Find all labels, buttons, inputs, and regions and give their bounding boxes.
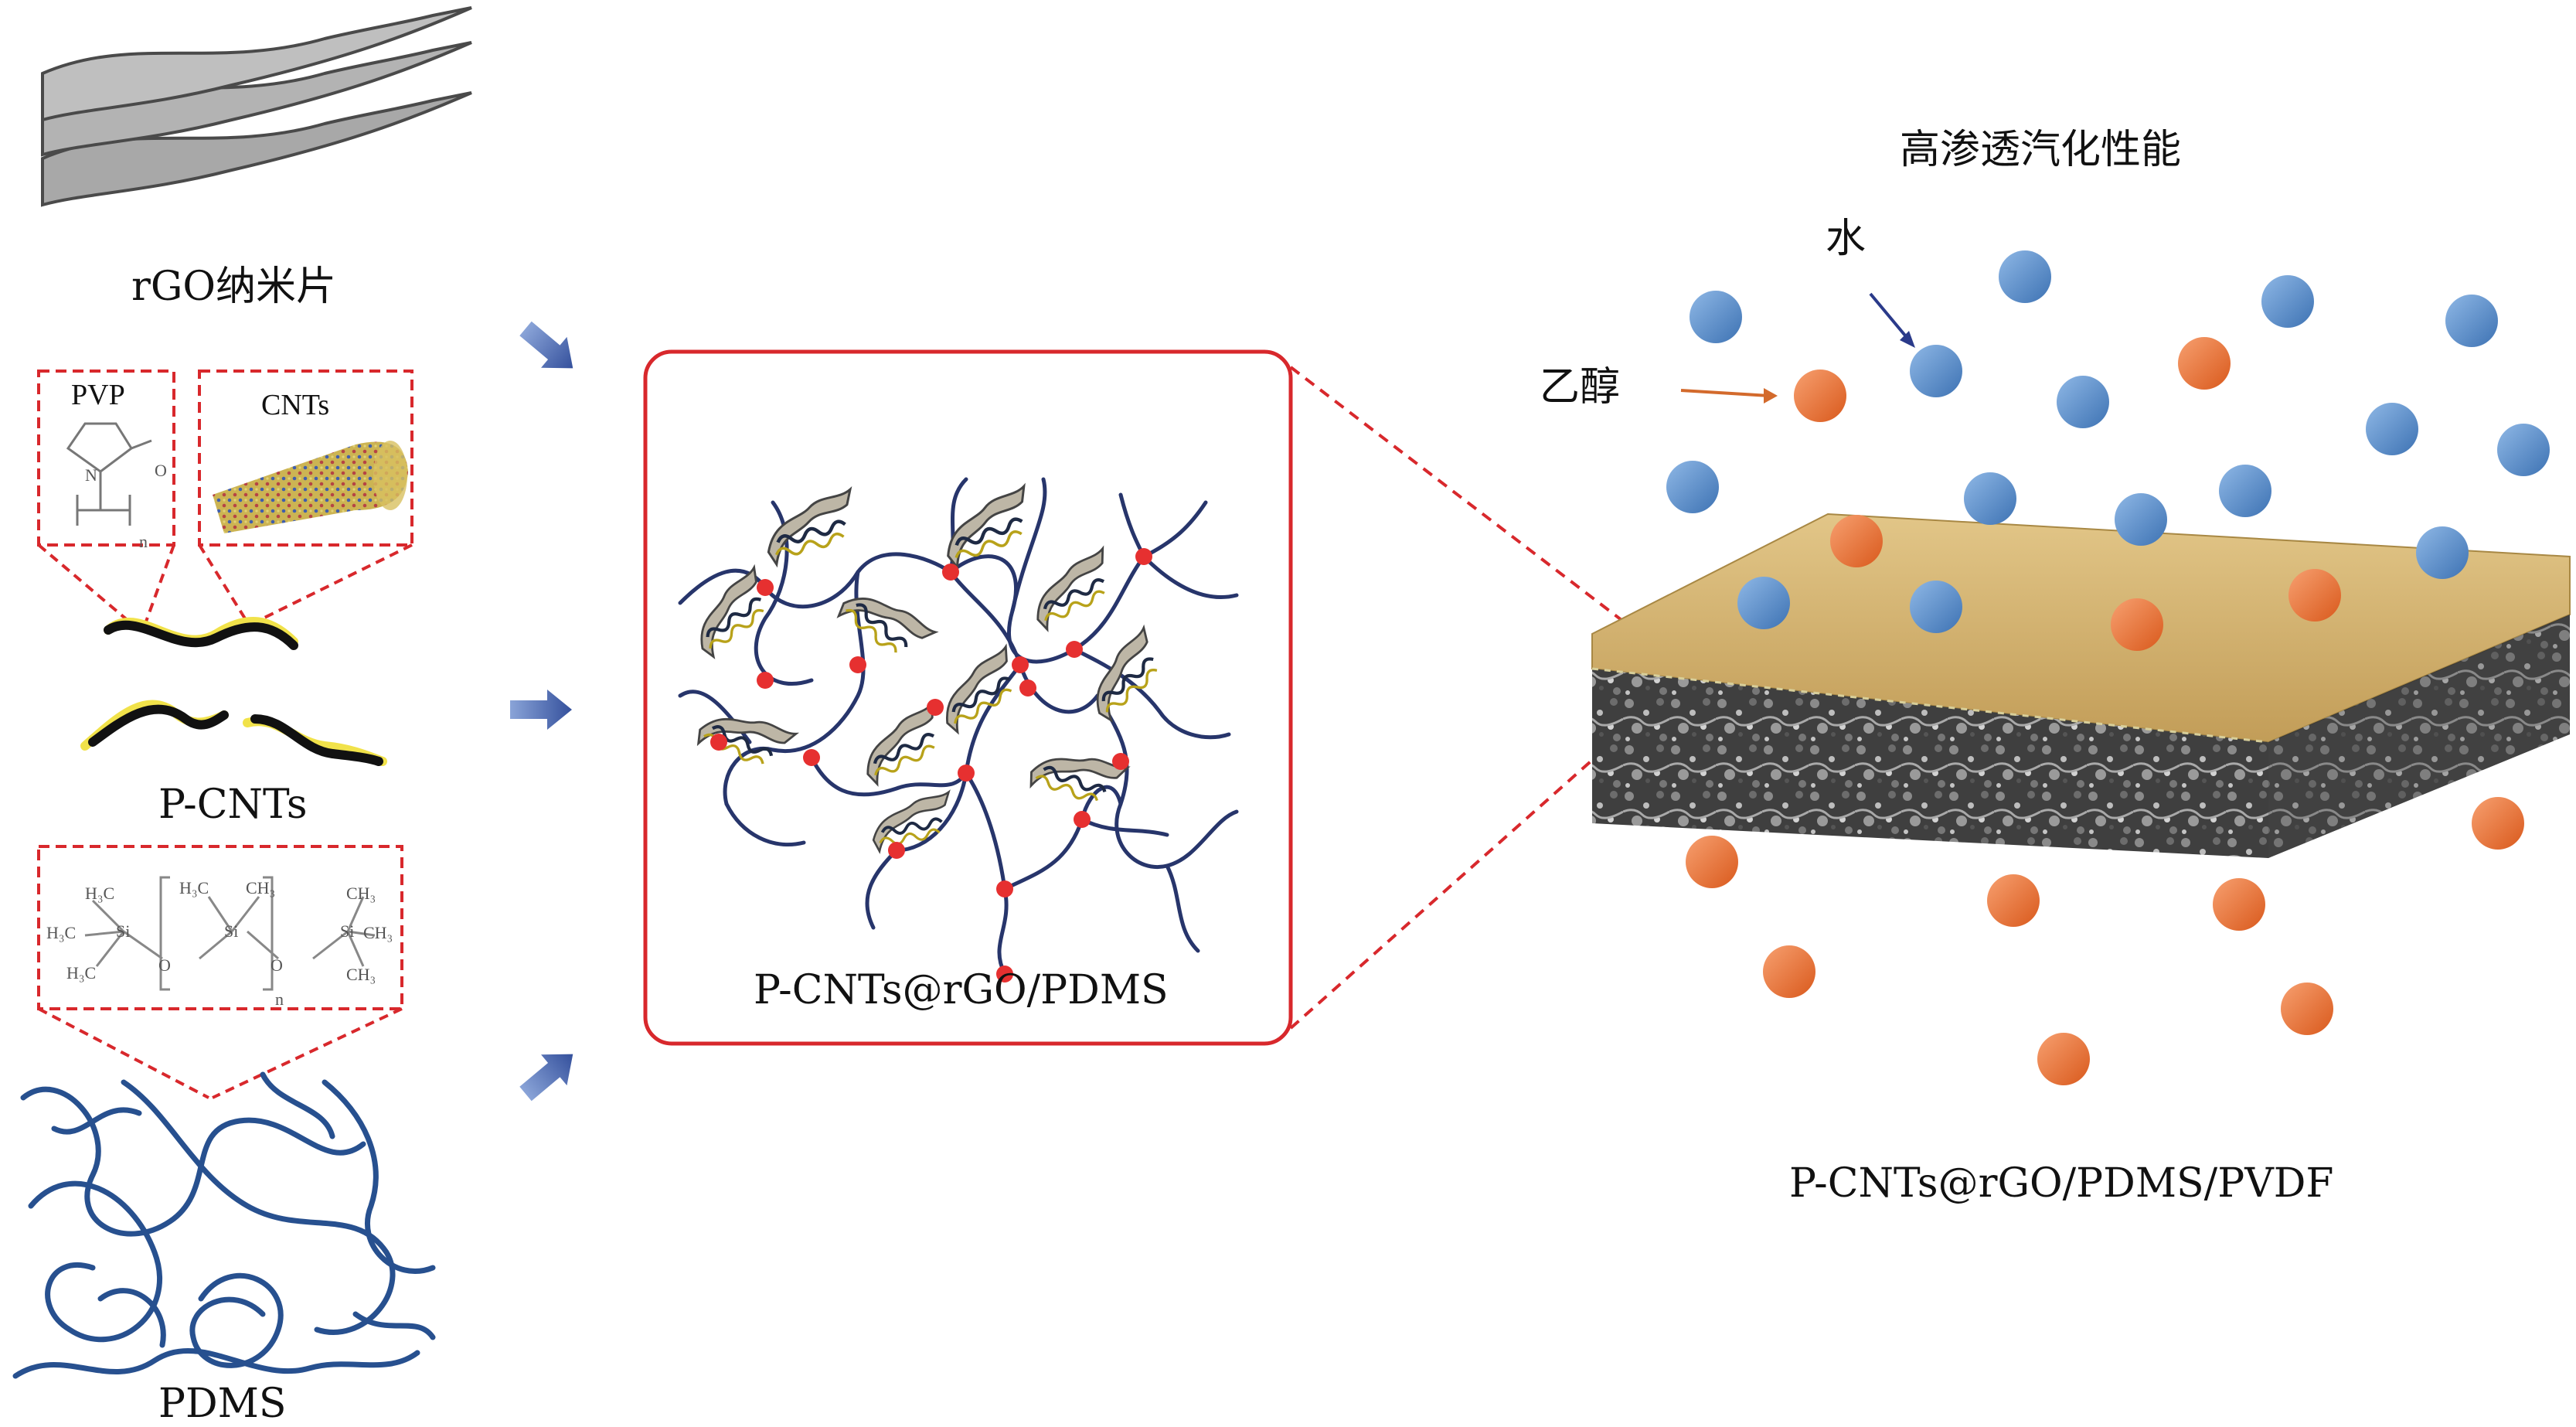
membrane-label: P-CNTs@rGO/PDMS/PVDF bbox=[1789, 1160, 2334, 1207]
water-label: 水 bbox=[1826, 216, 1866, 262]
cnts-label: CNTs bbox=[261, 389, 330, 421]
performance-title: 高渗透汽化性能 bbox=[1900, 127, 2182, 173]
composite-network bbox=[678, 477, 1239, 983]
pdms-structure-box bbox=[37, 845, 403, 1010]
pdms-si-1: Si bbox=[116, 921, 131, 941]
membrane-block bbox=[1591, 513, 2571, 858]
cnt-tube-icon bbox=[213, 441, 408, 533]
pdms-group-3: H₃C bbox=[66, 963, 97, 983]
pdms-o-2: O bbox=[271, 955, 283, 975]
cnts-structure-box bbox=[198, 370, 413, 547]
arrow-icon-bottom bbox=[519, 1054, 573, 1102]
label-pointers bbox=[1680, 292, 1915, 404]
pvp-nitrogen: N bbox=[85, 465, 97, 485]
pdms-repeat-n: n bbox=[275, 989, 284, 1009]
pvp-label: PVP bbox=[71, 379, 125, 411]
pcnts-label: P-CNTs bbox=[158, 782, 308, 828]
arrow-icon-top bbox=[519, 321, 573, 369]
water-pointer-icon bbox=[1869, 292, 1911, 342]
ethanol-label: 乙醇 bbox=[1540, 364, 1621, 410]
pdms-chain-network bbox=[12, 1071, 436, 1379]
pdms-group-1: H₃C bbox=[85, 884, 115, 903]
ethanol-pointer-icon bbox=[1680, 389, 1771, 397]
pdms-si-3: Si bbox=[340, 921, 355, 941]
pdms-group-4: H₃C bbox=[179, 878, 209, 897]
pdms-si-2: Si bbox=[224, 921, 239, 941]
pdms-label: PDMS bbox=[158, 1381, 287, 1427]
rgo-nanosheet-stack bbox=[41, 6, 472, 207]
flow-arrows bbox=[510, 321, 573, 1102]
membrane-side-face bbox=[2268, 615, 2570, 858]
membrane-front-face bbox=[1592, 669, 2268, 858]
pdms-group-8: CH₃ bbox=[346, 965, 376, 984]
pcnt-zoom-lines bbox=[37, 543, 413, 632]
pvp-structure-box bbox=[37, 370, 175, 547]
pdms-group-2: H₃C bbox=[46, 923, 77, 942]
pdms-zoom-lines bbox=[38, 1007, 403, 1099]
pdms-group-5: CH₃ bbox=[246, 878, 276, 897]
rgo-label: rGO纳米片 bbox=[131, 264, 337, 310]
water-molecules bbox=[1666, 250, 2550, 633]
pdms-o-1: O bbox=[158, 955, 171, 975]
pdms-group-6: CH₃ bbox=[346, 884, 376, 903]
ethanol-molecules bbox=[1686, 337, 2524, 1085]
pvp-repeat-n: n bbox=[139, 532, 148, 551]
arrow-icon-middle bbox=[510, 690, 572, 730]
composite-label: P-CNTs@rGO/PDMS bbox=[754, 967, 1169, 1013]
pdms-group-7: CH₃ bbox=[363, 923, 393, 942]
crosslink-points bbox=[710, 548, 1152, 983]
pcnt-strands bbox=[80, 617, 387, 766]
pvp-oxygen: O bbox=[155, 461, 167, 480]
